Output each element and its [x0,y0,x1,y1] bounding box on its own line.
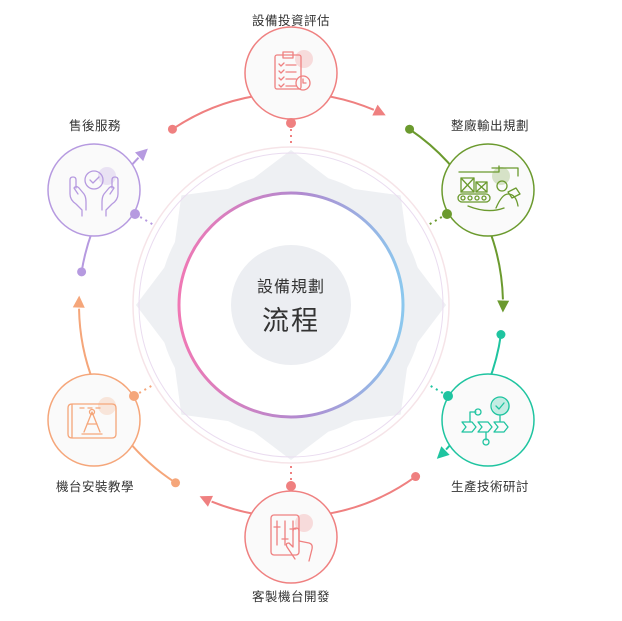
step-node-circle[interactable] [244,26,338,120]
gear-tooth [243,150,339,187]
center-circle [231,245,351,365]
gear-tooth [341,355,409,423]
dotted-connector [134,213,156,227]
arrowhead-icon [72,295,85,308]
blueprint-compass-icon [67,397,117,439]
outer-thin-ring-inner [138,152,444,458]
gear-tooth [409,257,446,353]
arrowhead-icon [372,104,386,116]
step-node[interactable] [441,373,535,467]
outer-thin-ring [132,146,450,464]
factory-conveyor-worker-icon [457,165,521,212]
gear-tooth [173,187,241,255]
step-label: 生產技術研討 [450,479,530,494]
step-label: 機台安裝教學 [55,479,135,494]
step-node-circle[interactable] [441,373,535,467]
gear-tooth [173,355,241,423]
step-node[interactable] [47,143,141,237]
arrowhead-icon [436,446,450,459]
gear-tooth [341,187,409,255]
center-main-title: 流程 [262,306,320,337]
center-title: 設備規劃 流程 [231,245,351,365]
arrowhead-icon [497,300,510,313]
node-dot [130,209,140,219]
start-dot [411,472,421,482]
hands-check-icon [69,167,119,217]
dotted-connector [133,383,155,397]
arrowhead-icon [135,148,148,162]
node-dot [442,209,452,219]
center-subtitle: 設備規劃 [256,277,325,296]
step-node-circle[interactable] [441,143,535,237]
control-panel-hand-icon [270,514,313,562]
start-dot [405,124,415,134]
step-node-circle[interactable] [47,143,141,237]
step-node[interactable] [244,481,338,584]
start-dot [167,124,177,134]
process-flow-check-icon [461,396,510,446]
start-dot [77,267,87,277]
step-node-circle[interactable] [244,490,338,584]
node-dot [443,391,453,401]
step-node[interactable] [244,26,338,128]
node-dot [129,391,139,401]
step-label: 售後服務 [68,118,122,133]
step-node[interactable] [441,143,535,237]
step-label: 整廠輸出規劃 [450,118,530,133]
node-dot [286,118,296,128]
step-label: 客製機台開發 [251,589,331,604]
start-dot [496,330,506,340]
node-dot [286,481,296,491]
step-node-circle[interactable] [47,373,141,467]
clipboard-checklist-icon [274,50,313,91]
step-label: 設備投資評估 [251,13,331,28]
step-node[interactable] [47,373,141,467]
gear-tooth [243,423,339,460]
gear-tooth [136,257,173,353]
dotted-connector [426,213,448,227]
start-dot [171,478,181,488]
arrowhead-icon [199,495,214,507]
dotted-connector [427,383,449,397]
